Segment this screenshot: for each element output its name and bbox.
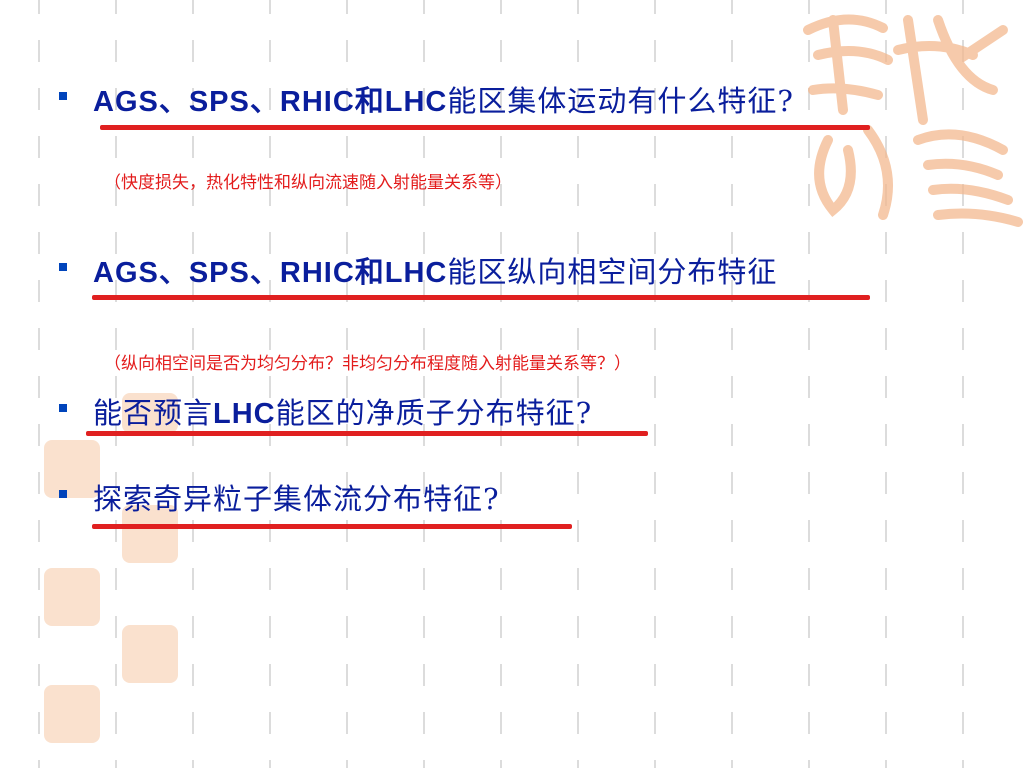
item-1-latin: AGS、SPS、RHIC和LHC <box>93 86 448 118</box>
bullet-item-1: AGS、SPS、RHIC和LHC能区集体运动有什么特征? <box>93 78 794 120</box>
note-2: （纵向相空间是否为均匀分布？非均匀分布程度随入射能量关系等？） <box>104 354 631 374</box>
item-2-latin: AGS、SPS、RHIC和LHC <box>93 257 448 289</box>
item-3-text: 能区的净质子分布特征? <box>275 396 593 430</box>
square-bullet-icon <box>59 490 67 498</box>
square-bullet-icon <box>59 92 67 100</box>
underline-2 <box>92 295 870 300</box>
bullet-item-2: AGS、SPS、RHIC和LHC能区纵向相空间分布特征 <box>93 249 777 291</box>
seal-stamp-icon <box>122 393 178 433</box>
seal-stamp-icon <box>44 568 100 626</box>
square-bullet-icon <box>59 263 67 271</box>
square-bullet-icon <box>59 404 67 412</box>
seal-stamp-icon <box>803 14 1023 227</box>
underline-1 <box>100 125 870 130</box>
item-3-pre: 能否预言 <box>93 396 214 430</box>
underline-4 <box>92 524 572 529</box>
bullet-item-3: 能否预言LHC能区的净质子分布特征? <box>93 390 592 432</box>
bullet-item-4: 探索奇异粒子集体流分布特征? <box>93 476 500 518</box>
item-3-latin: LHC <box>213 398 276 430</box>
item-1-text: 能区集体运动有什么特征? <box>447 84 794 118</box>
seal-stamp-icon <box>44 685 100 743</box>
note-1: （快度损失，热化特性和纵向流速随入射能量关系等） <box>104 173 512 193</box>
underline-3 <box>86 431 648 436</box>
seal-stamp-icon <box>44 440 100 498</box>
seal-stamp-icon <box>122 505 178 563</box>
seal-stamp-icon <box>122 625 178 683</box>
item-4-text: 探索奇异粒子集体流分布特征? <box>93 482 500 516</box>
item-2-text: 能区纵向相空间分布特征 <box>447 255 778 289</box>
